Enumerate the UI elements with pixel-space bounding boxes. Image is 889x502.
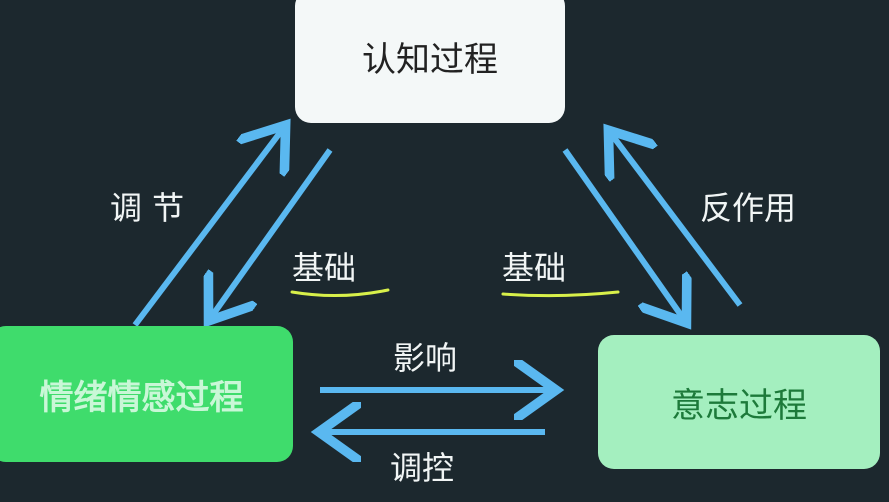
- node-label: 意志过程: [671, 385, 807, 426]
- arrow-basis-left: [212, 148, 333, 316]
- arrow-counteract: [612, 135, 743, 307]
- node-emotional-process: 情绪情感过程: [0, 326, 293, 462]
- underline-basis-right: [501, 290, 620, 298]
- label-regulate: 调 节: [110, 189, 185, 227]
- label-basis-left: 基础: [292, 249, 357, 287]
- label-basis-right: 基础: [502, 249, 567, 287]
- node-label: 情绪情感过程: [39, 377, 244, 418]
- node-label: 认知过程: [362, 40, 498, 80]
- label-influence: 影响: [393, 339, 458, 377]
- underline-basis-left: [290, 288, 390, 298]
- node-cognitive-process: 认知过程: [295, 0, 565, 123]
- arrow-regulate: [132, 130, 282, 327]
- arrow-basis-right: [562, 148, 683, 318]
- node-volitional-process: 意志过程: [598, 335, 880, 469]
- label-counteract: 反作用: [700, 189, 797, 227]
- label-control: 调控: [390, 449, 455, 487]
